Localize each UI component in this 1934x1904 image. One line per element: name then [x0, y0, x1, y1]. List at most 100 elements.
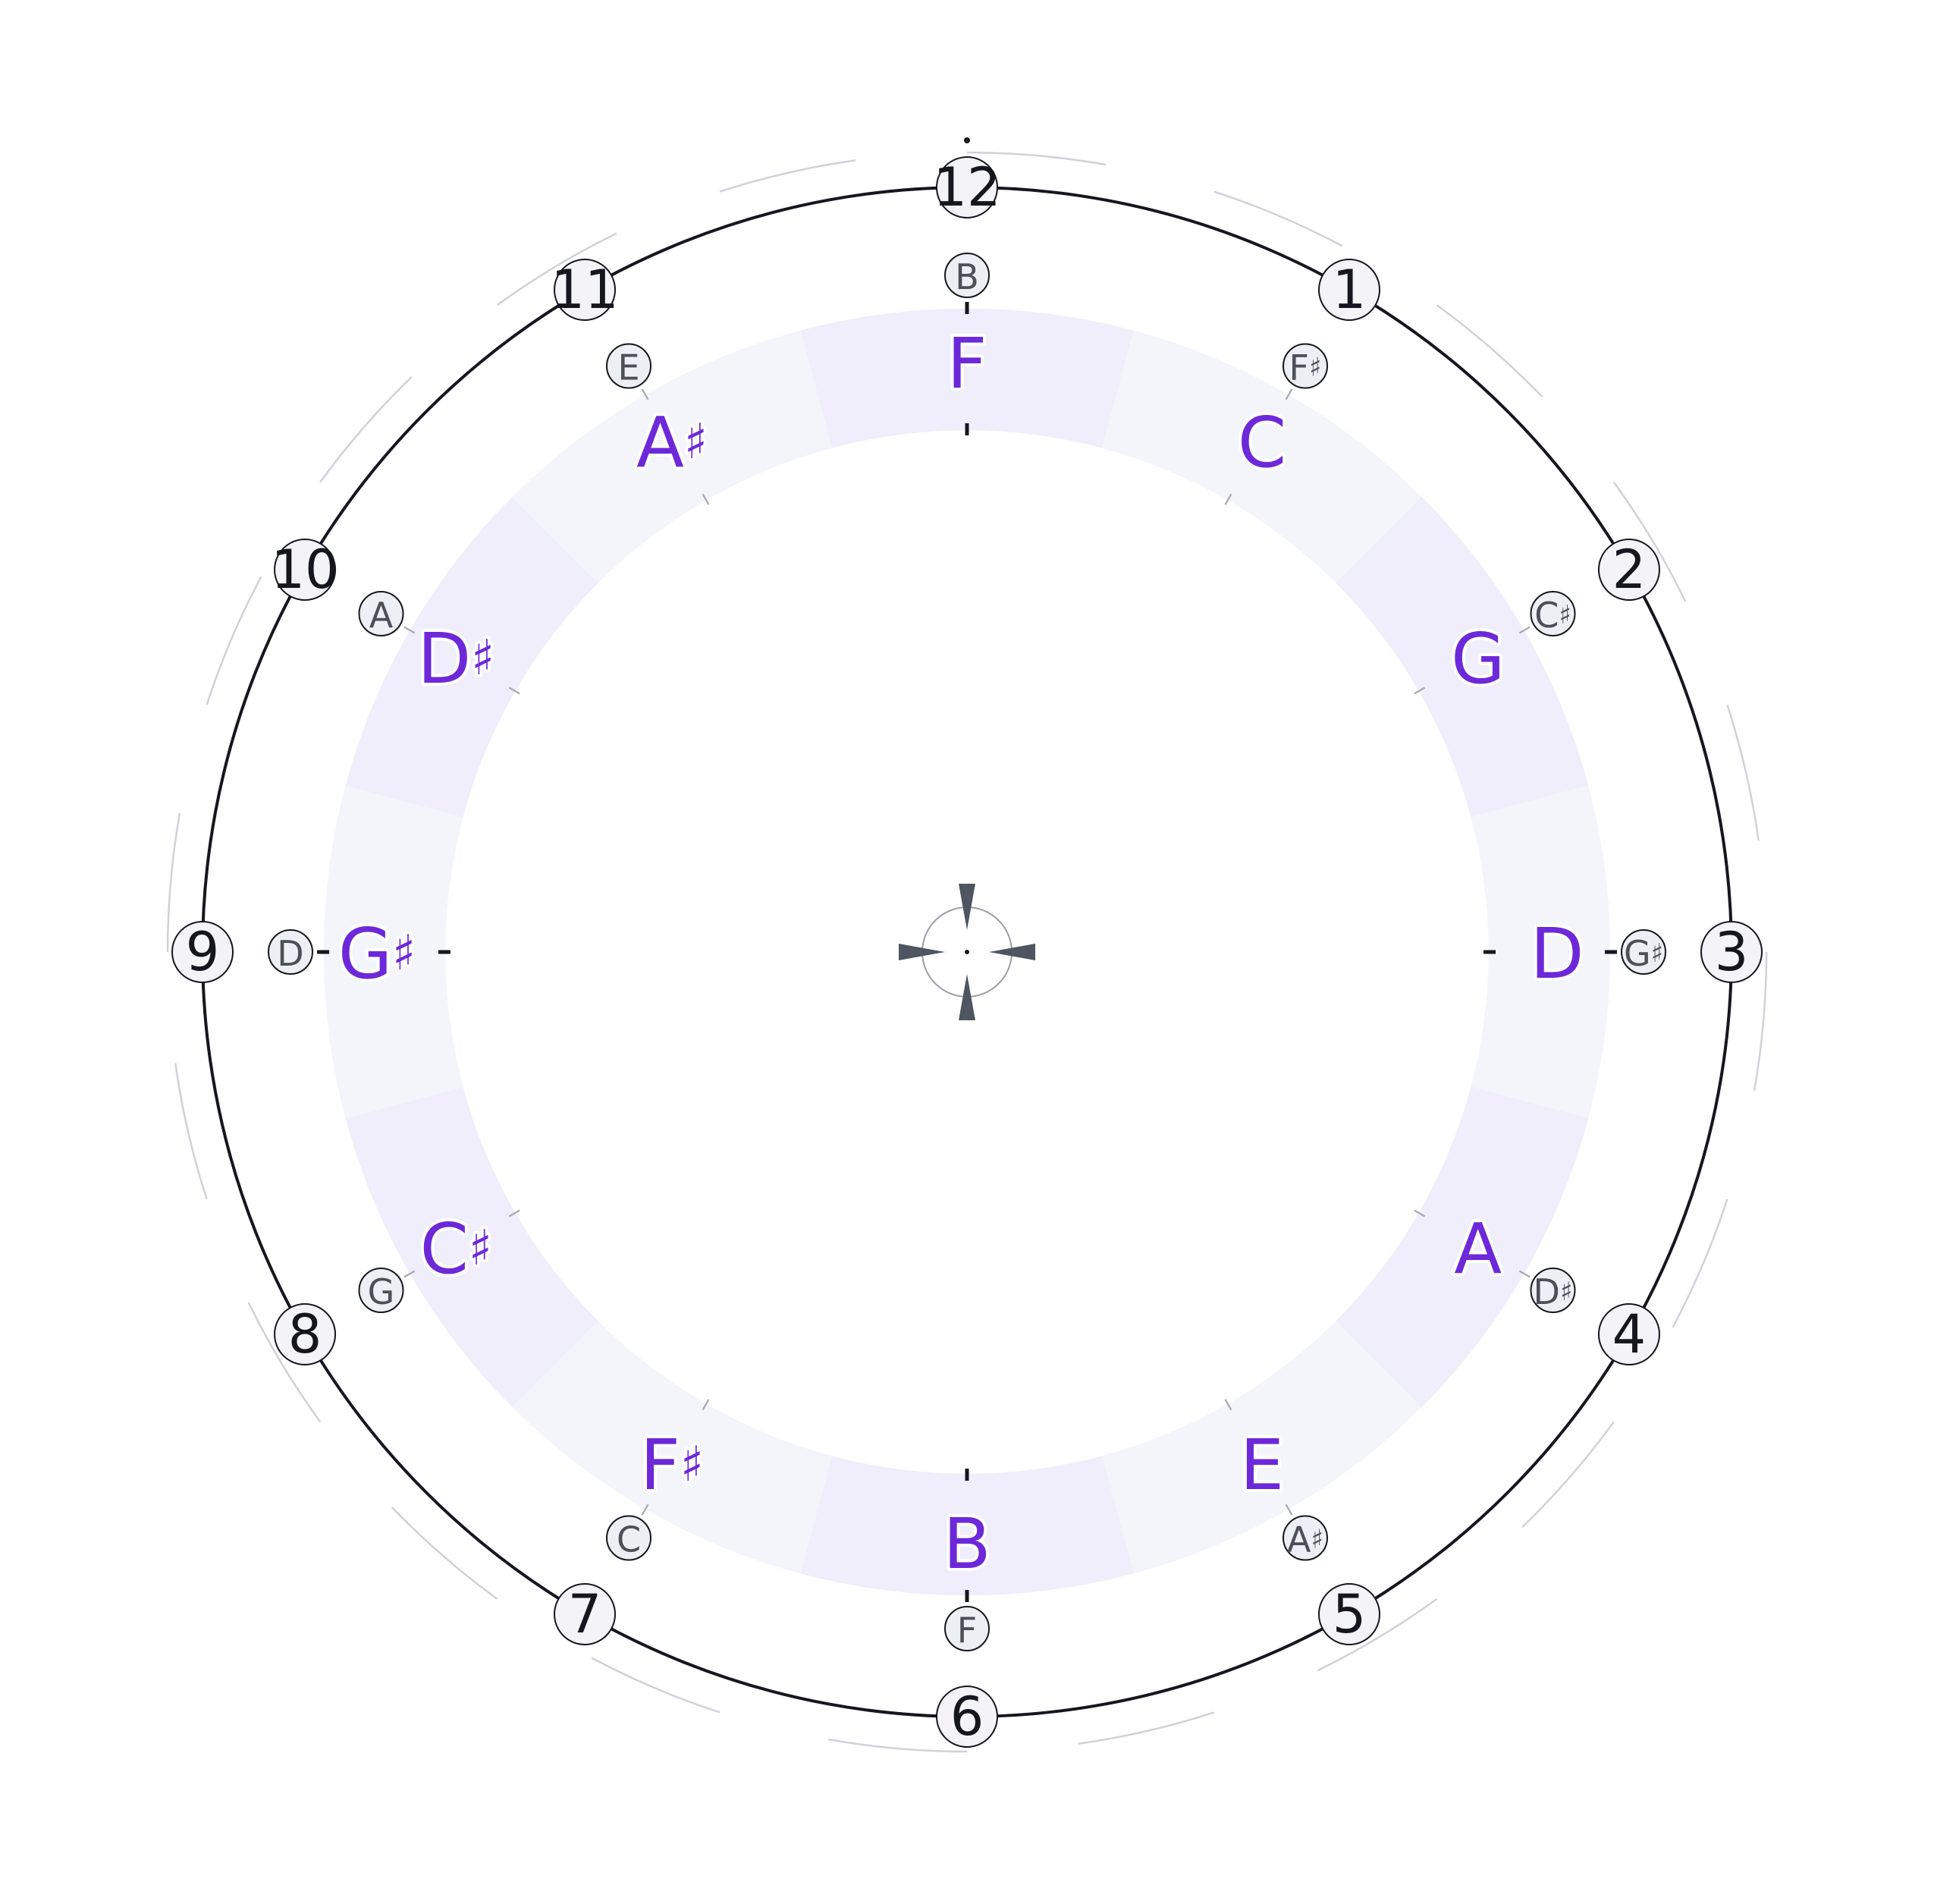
number-label: 1: [1333, 259, 1367, 321]
dashed-arc: [391, 1507, 498, 1600]
inner-pitch-node: E: [606, 343, 651, 389]
sharp-sign: ♯: [471, 630, 494, 687]
ring-pitch-letter: A: [1454, 1208, 1502, 1290]
clock-number-node: 6: [936, 1686, 998, 1748]
clock-number-node: 3: [1700, 921, 1763, 983]
minor-tick: [1414, 1209, 1426, 1217]
sharp-sign: ♯: [680, 1437, 704, 1493]
minor-tick: [702, 493, 710, 505]
inner-node-circle: [358, 591, 404, 636]
compass-arrow-icon: [899, 944, 945, 960]
clock-number-node: 10: [272, 539, 339, 601]
dashed-arc: [1753, 951, 1768, 1092]
pitch-ring: [323, 308, 1611, 1596]
dashed-arc: [1612, 481, 1687, 602]
sharp-sign: ♯: [684, 414, 708, 470]
inner-pitch-letter: G: [1624, 933, 1651, 974]
ring-pitch-label: D♯: [417, 618, 494, 699]
compass-icon: [899, 884, 1035, 1020]
inner-pitch-label: F♯: [1289, 347, 1322, 388]
sharp-sign: ♯: [1309, 353, 1321, 383]
inner-pitch-label: A♯: [1287, 1519, 1323, 1560]
inner-node-circle: [358, 1268, 404, 1313]
number-label: 11: [551, 259, 618, 321]
clock-number-node: 4: [1597, 1303, 1660, 1365]
number-label: 10: [272, 539, 339, 601]
inner-node-circle: [606, 1515, 651, 1561]
number-label: 7: [568, 1583, 602, 1645]
sharp-sign: ♯: [1311, 1524, 1323, 1554]
inner-pitch-label: B: [955, 256, 979, 297]
number-label: 6: [950, 1686, 984, 1748]
number-node-circle: [274, 1303, 337, 1365]
clock-number-node: 9: [171, 921, 234, 983]
compass-arrow-icon: [959, 884, 975, 930]
ring-pitch-letter: F: [947, 323, 987, 404]
inner-pitch-label: A: [369, 595, 394, 636]
number-node-circle: [274, 539, 337, 601]
clock-number-node: 2: [1597, 539, 1660, 601]
minor-tick: [641, 1503, 649, 1516]
dashed-arc: [206, 576, 262, 705]
inner-pitch-label: G: [368, 1271, 395, 1312]
inner-pitch-label: D♯: [1534, 1271, 1573, 1312]
inner-node-circle: [1621, 929, 1666, 975]
ring-pitch-letter: F: [640, 1424, 680, 1505]
inner-pitch-node: G♯: [1621, 929, 1666, 975]
inner-pitch-letter: B: [955, 256, 979, 297]
inner-pitch-letter: A: [1287, 1519, 1311, 1560]
inner-pitch-letter: D: [277, 933, 303, 974]
ring-pitch-letter: G: [338, 913, 392, 994]
minor-tick: [1224, 493, 1232, 505]
number-node-circle: [1318, 1582, 1380, 1645]
ring-pitch-letter: A: [636, 402, 684, 483]
inner-node-circle: [606, 343, 651, 389]
ring-pitch-letter: B: [943, 1503, 991, 1585]
minor-tick: [702, 1399, 710, 1411]
dashed-arc: [966, 151, 1107, 166]
inner-pitch-letter: F: [1289, 347, 1309, 388]
inner-pitch-node: C: [606, 1515, 651, 1561]
number-node-circle: [171, 921, 234, 983]
inner-pitch-letter: C: [617, 1519, 641, 1560]
inner-node-circle: [944, 253, 990, 298]
dashed-arc: [719, 159, 856, 193]
dashed-arc: [319, 375, 413, 483]
clock-number-node: 8: [274, 1303, 337, 1365]
dashed-arc: [1521, 1421, 1615, 1529]
dashed-arc: [1436, 304, 1543, 397]
number-node-circle: [1597, 1303, 1660, 1365]
ring-pitch-label: E: [1240, 1424, 1284, 1505]
dashed-arc: [591, 1657, 721, 1714]
inner-node-circle: [1283, 1515, 1328, 1561]
inner-pitch-label: E: [617, 347, 639, 388]
inner-pitch-label: C: [617, 1519, 641, 1560]
dashed-arc: [1317, 1598, 1438, 1672]
ring-pitch-label: G: [1451, 618, 1505, 699]
inner-pitch-node: D♯: [1530, 1268, 1576, 1313]
sharp-sign: ♯: [1559, 600, 1571, 630]
clock-number-node: 7: [554, 1582, 616, 1645]
ring-pitch-label: C♯: [420, 1208, 492, 1290]
number-node-circle: [1597, 539, 1660, 601]
inner-pitch-label: D: [277, 933, 303, 974]
ring-pitch-letter: C: [1238, 402, 1286, 483]
inner-node-circle: [944, 1606, 990, 1651]
clock-number-node: 5: [1318, 1582, 1380, 1645]
inner-pitch-node: A♯: [1283, 1515, 1328, 1561]
number-node-circle: [554, 1582, 616, 1645]
compass-center-dot: [965, 950, 969, 954]
inner-node-circle: [1283, 343, 1328, 389]
dashed-arc: [1672, 1199, 1728, 1328]
number-node-circle: [554, 259, 616, 322]
inner-pitch-node: C♯: [1530, 591, 1576, 636]
compass-arrow-icon: [989, 944, 1035, 960]
ring-pitch-label: B: [943, 1503, 991, 1585]
ring-pitch-letter: D: [417, 618, 471, 699]
inner-pitch-letter: C: [1534, 595, 1559, 636]
number-node-circle: [1700, 921, 1763, 983]
clock-number-node: 1: [1318, 259, 1380, 322]
dashed-arc: [166, 812, 181, 953]
